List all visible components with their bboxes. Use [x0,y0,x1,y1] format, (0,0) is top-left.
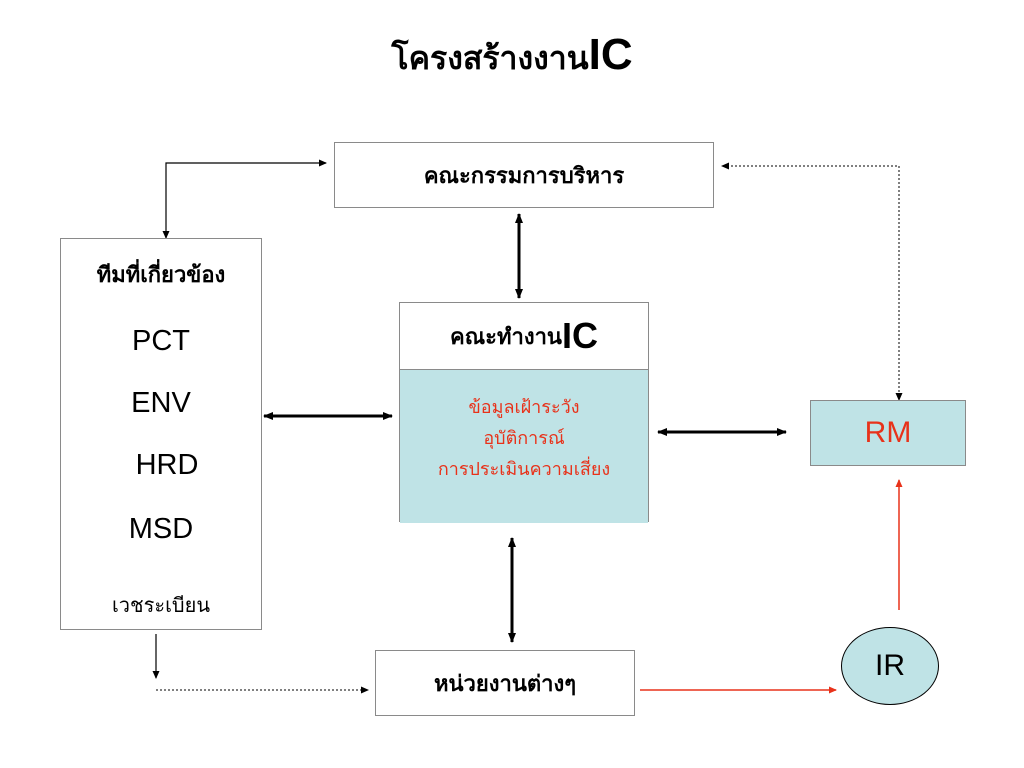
ic-activity-risk-assessment: การประเมินความเสี่ยง [437,459,611,480]
departments-box: หน่วยงานต่างๆ [375,650,635,716]
ir-label: IR [875,649,905,682]
rm-to-executive-arrow [721,162,903,401]
team-to-executive-arrow [162,159,327,239]
team-item-env: ENV [131,387,191,419]
related-teams-box: ทีมที่เกี่ยวข้อง PCT ENV HRD MSD เวชระเบ… [60,238,262,630]
page-title: โครงสร้างงานIC [0,30,1024,84]
executive-committee-label: คณะกรรมการบริหาร [423,162,625,189]
team-item-msd: MSD [128,513,194,545]
team-item-pct: PCT [132,325,190,357]
executive-committee-box: คณะกรรมการบริหาร [334,142,714,208]
ir-circle: IR [841,627,939,705]
team-item-medical-records: เวชระเบียน [111,593,211,617]
title-thai: โครงสร้างงาน [391,39,589,77]
ic-activity-surveillance: ข้อมูลเฝ้าระวัง [468,397,580,418]
rm-box: RM [810,400,966,466]
ic-activities-panel: ข้อมูลเฝ้าระวัง อุบัติการณ์ การประเมินคว… [400,369,648,523]
team-item-hrd: HRD [135,449,199,481]
ic-heading-latin: IC [561,315,598,356]
title-latin: IC [588,30,633,79]
related-teams-heading: ทีมที่เกี่ยวข้อง [96,262,226,288]
ic-activity-incidents: อุบัติการณ์ [483,428,565,449]
rm-label: RM [864,416,912,449]
departments-label: หน่วยงานต่างๆ [433,670,577,697]
ic-heading-thai: คณะทำงาน [450,323,562,350]
